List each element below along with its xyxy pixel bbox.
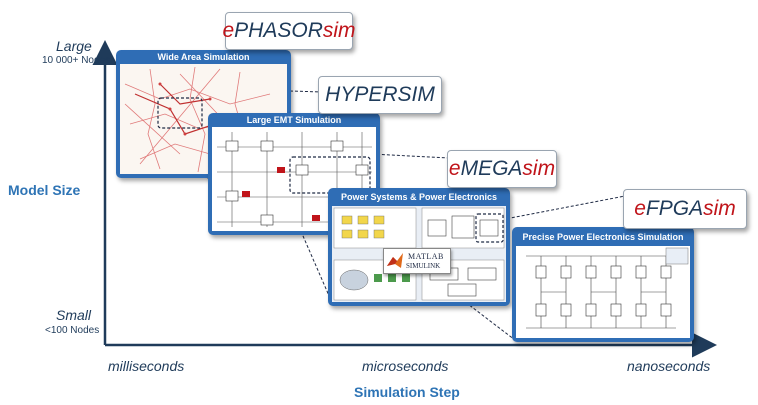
x-tick-microseconds: microseconds [362,358,449,374]
emegasim-suffix: sim [522,157,556,180]
efpgasim-prefix: e [634,197,646,220]
efpgasim-core: FPGA [645,197,704,220]
y-axis-title: Model Size [8,182,81,198]
panel-wide-area-title: Wide Area Simulation [157,52,250,62]
matlab-logo-line2: SIMULINK [406,262,441,270]
product-hypersim: HYPERSIM [318,76,442,114]
ephasorsim-core: PHASOR [234,19,323,42]
y-top-label: Large [56,38,92,54]
ephasorsim-prefix: e [222,19,235,42]
pe-schematic-image [516,246,690,338]
matlab-membrane-icon [387,253,403,268]
panel-power-systems-title: Power Systems & Power Electronics [340,192,498,202]
ephasorsim-suffix: sim [322,19,356,42]
panel-precise-pe-title: Precise Power Electronics Simulation [522,232,684,242]
panel-large-emt-title: Large EMT Simulation [246,115,342,125]
x-tick-nanoseconds: nanoseconds [627,358,711,374]
hypersim-name: HYPERSIM [325,83,435,106]
y-top-sublabel: 10 000+ Nodes [42,55,111,66]
x-axis-title: Simulation Step [354,384,460,400]
emegasim-prefix: e [448,157,461,180]
y-bottom-sublabel: <100 Nodes [45,325,100,336]
matlab-simulink-logo: MATLAB SIMULINK [383,248,451,274]
panel-power-systems: Power Systems & Power Electronics [328,188,510,306]
panel-precise-pe: Precise Power Electronics Simulation [512,227,694,342]
emegasim-core: MEGA [460,157,523,180]
y-bottom-label: Small [56,307,92,323]
matlab-logo-line1: MATLAB [408,252,444,261]
x-tick-milliseconds: milliseconds [108,358,185,374]
precise-pe-schematic [516,246,690,338]
efpgasim-suffix: sim [703,197,736,220]
